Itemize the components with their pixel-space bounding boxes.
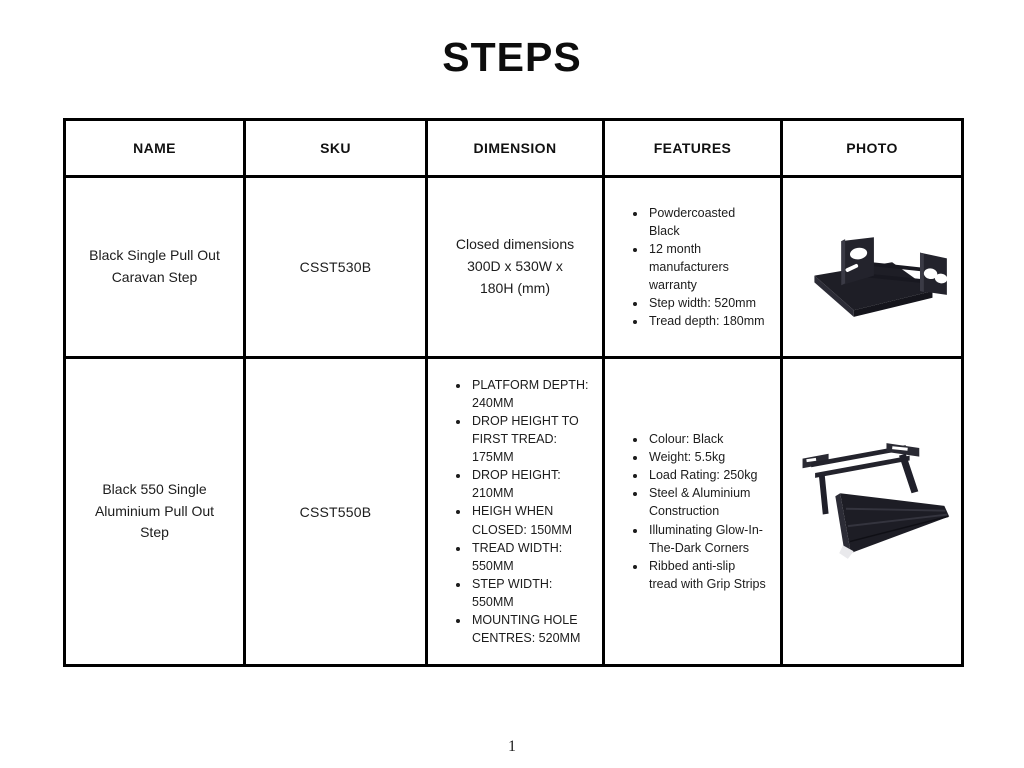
column-header-name: NAME bbox=[63, 118, 246, 178]
page-title: STEPS bbox=[442, 34, 582, 80]
bullet-item: Tread depth: 180mm bbox=[647, 312, 767, 330]
cell-product-features: Powdercoasted Black12 month manufacturer… bbox=[602, 175, 783, 359]
product-sku: CSST550B bbox=[299, 503, 372, 520]
cell-product-sku: CSST550B bbox=[243, 356, 428, 667]
page-number: 1 bbox=[508, 738, 516, 755]
bullet-item: Steel & Aluminium Construction bbox=[647, 484, 767, 520]
bullet-item: DROP HEIGHT TO FIRST TREAD: 175MM bbox=[470, 412, 590, 466]
column-header-photo: PHOTO bbox=[780, 118, 964, 178]
dimension-list: PLATFORM DEPTH: 240MMDROP HEIGHT TO FIRS… bbox=[454, 376, 594, 648]
bullet-item: Load Rating: 250kg bbox=[647, 466, 767, 484]
cell-product-name: Black Single Pull Out Caravan Step bbox=[63, 175, 246, 359]
features-list: Powdercoasted Black12 month manufacturer… bbox=[631, 204, 772, 331]
bullet-item: DROP HEIGHT: 210MM bbox=[470, 466, 590, 502]
cell-product-features: Colour: BlackWeight: 5.5kgLoad Rating: 2… bbox=[602, 356, 783, 667]
bullet-item: Colour: Black bbox=[647, 430, 767, 448]
features-list: Colour: BlackWeight: 5.5kgLoad Rating: 2… bbox=[631, 430, 772, 593]
product-name: Black Single Pull Out Caravan Step bbox=[89, 247, 220, 285]
product-photo-caravan-step bbox=[814, 237, 948, 317]
bullet-item: PLATFORM DEPTH: 240MM bbox=[470, 376, 590, 412]
bullet-item: HEIGH WHEN CLOSED: 150MM bbox=[470, 502, 590, 538]
bullet-item: Step width: 520mm bbox=[647, 294, 767, 312]
cell-product-name: Black 550 Single Aluminium Pull Out Step bbox=[63, 356, 246, 667]
cell-product-photo bbox=[780, 175, 964, 359]
column-header-features: FEATURES bbox=[602, 118, 783, 178]
bullet-item: TREAD WIDTH: 550MM bbox=[470, 539, 590, 575]
bullet-item: Ribbed anti-slip tread with Grip Strips bbox=[647, 557, 767, 593]
column-header-dimension: DIMENSION bbox=[425, 118, 605, 178]
product-table: NAME SKU DIMENSION FEATURES PHOTO Black … bbox=[63, 118, 964, 667]
column-header-sku: SKU bbox=[243, 118, 428, 178]
table-header-row: NAME SKU DIMENSION FEATURES PHOTO bbox=[63, 118, 964, 178]
cell-product-photo bbox=[780, 356, 964, 667]
product-sku: CSST530B bbox=[299, 259, 372, 275]
product-photo-aluminium-step bbox=[802, 442, 950, 559]
cell-product-sku: CSST530B bbox=[243, 175, 428, 359]
bullet-item: Weight: 5.5kg bbox=[647, 448, 767, 466]
bullet-item: 12 month manufacturers warranty bbox=[647, 240, 767, 294]
cell-product-dimension: Closed dimensions 300D x 530W x 180H (mm… bbox=[425, 175, 605, 359]
table-row: Black Single Pull Out Caravan Step CSST5… bbox=[63, 175, 964, 359]
bullet-item: STEP WIDTH: 550MM bbox=[470, 575, 590, 611]
bullet-item: MOUNTING HOLE CENTRES: 520MM bbox=[470, 611, 590, 647]
cell-product-dimension: PLATFORM DEPTH: 240MMDROP HEIGHT TO FIRS… bbox=[425, 356, 605, 667]
bullet-item: Powdercoasted Black bbox=[647, 204, 767, 240]
table-row: Black 550 Single Aluminium Pull Out Step… bbox=[63, 356, 964, 667]
product-dimension: Closed dimensions 300D x 530W x 180H (mm… bbox=[455, 236, 575, 296]
bullet-item: Illuminating Glow-In-The-Dark Corners bbox=[647, 521, 767, 557]
product-name: Black 550 Single Aluminium Pull Out Step bbox=[94, 480, 215, 541]
